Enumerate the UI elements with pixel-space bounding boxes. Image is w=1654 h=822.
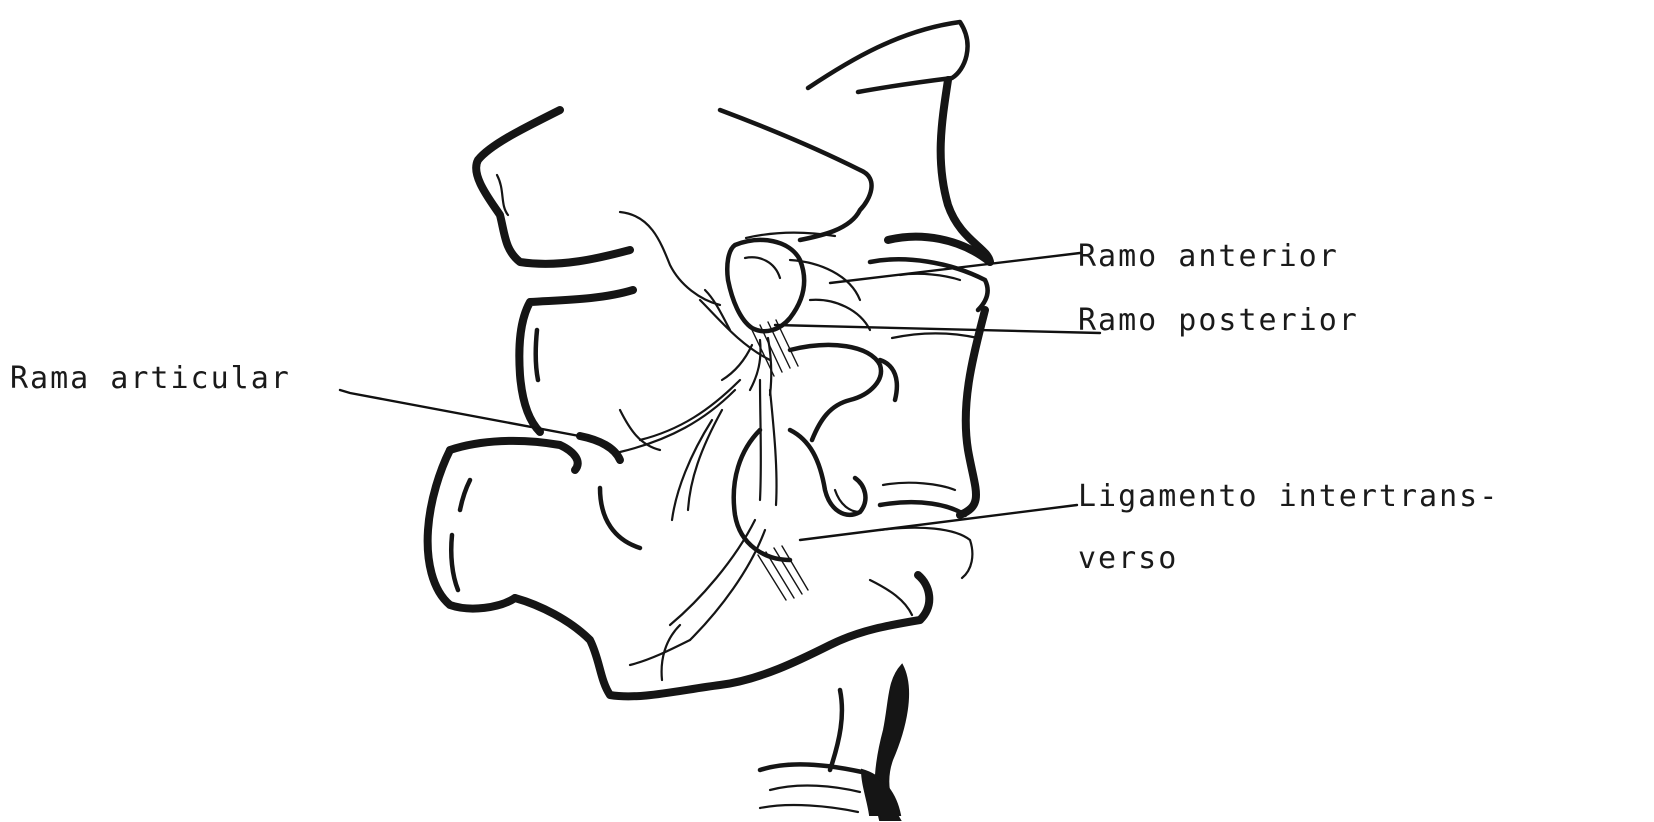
label-ramo-anterior: Ramo anterior: [1078, 239, 1339, 274]
lower-vertebra: [428, 430, 930, 770]
label-ligamento-intertrans: Ligamento intertrans-: [1078, 479, 1499, 514]
vertebra-drawing: [428, 22, 990, 820]
label-ramo-posterior: Ramo posterior: [1078, 303, 1359, 338]
label-ligamento-verso: verso: [1078, 541, 1178, 576]
upper-vertebra: [476, 110, 871, 305]
leader-ligamento-intertransverso: [800, 505, 1077, 540]
leader-rama-articular: [340, 390, 590, 438]
diagram-labels: Ramo anterior Ramo posterior Rama articu…: [10, 239, 1499, 576]
leader-ramo-posterior: [775, 325, 1100, 333]
label-rama-articular: Rama articular: [10, 361, 291, 396]
nerve-root: [620, 240, 870, 680]
